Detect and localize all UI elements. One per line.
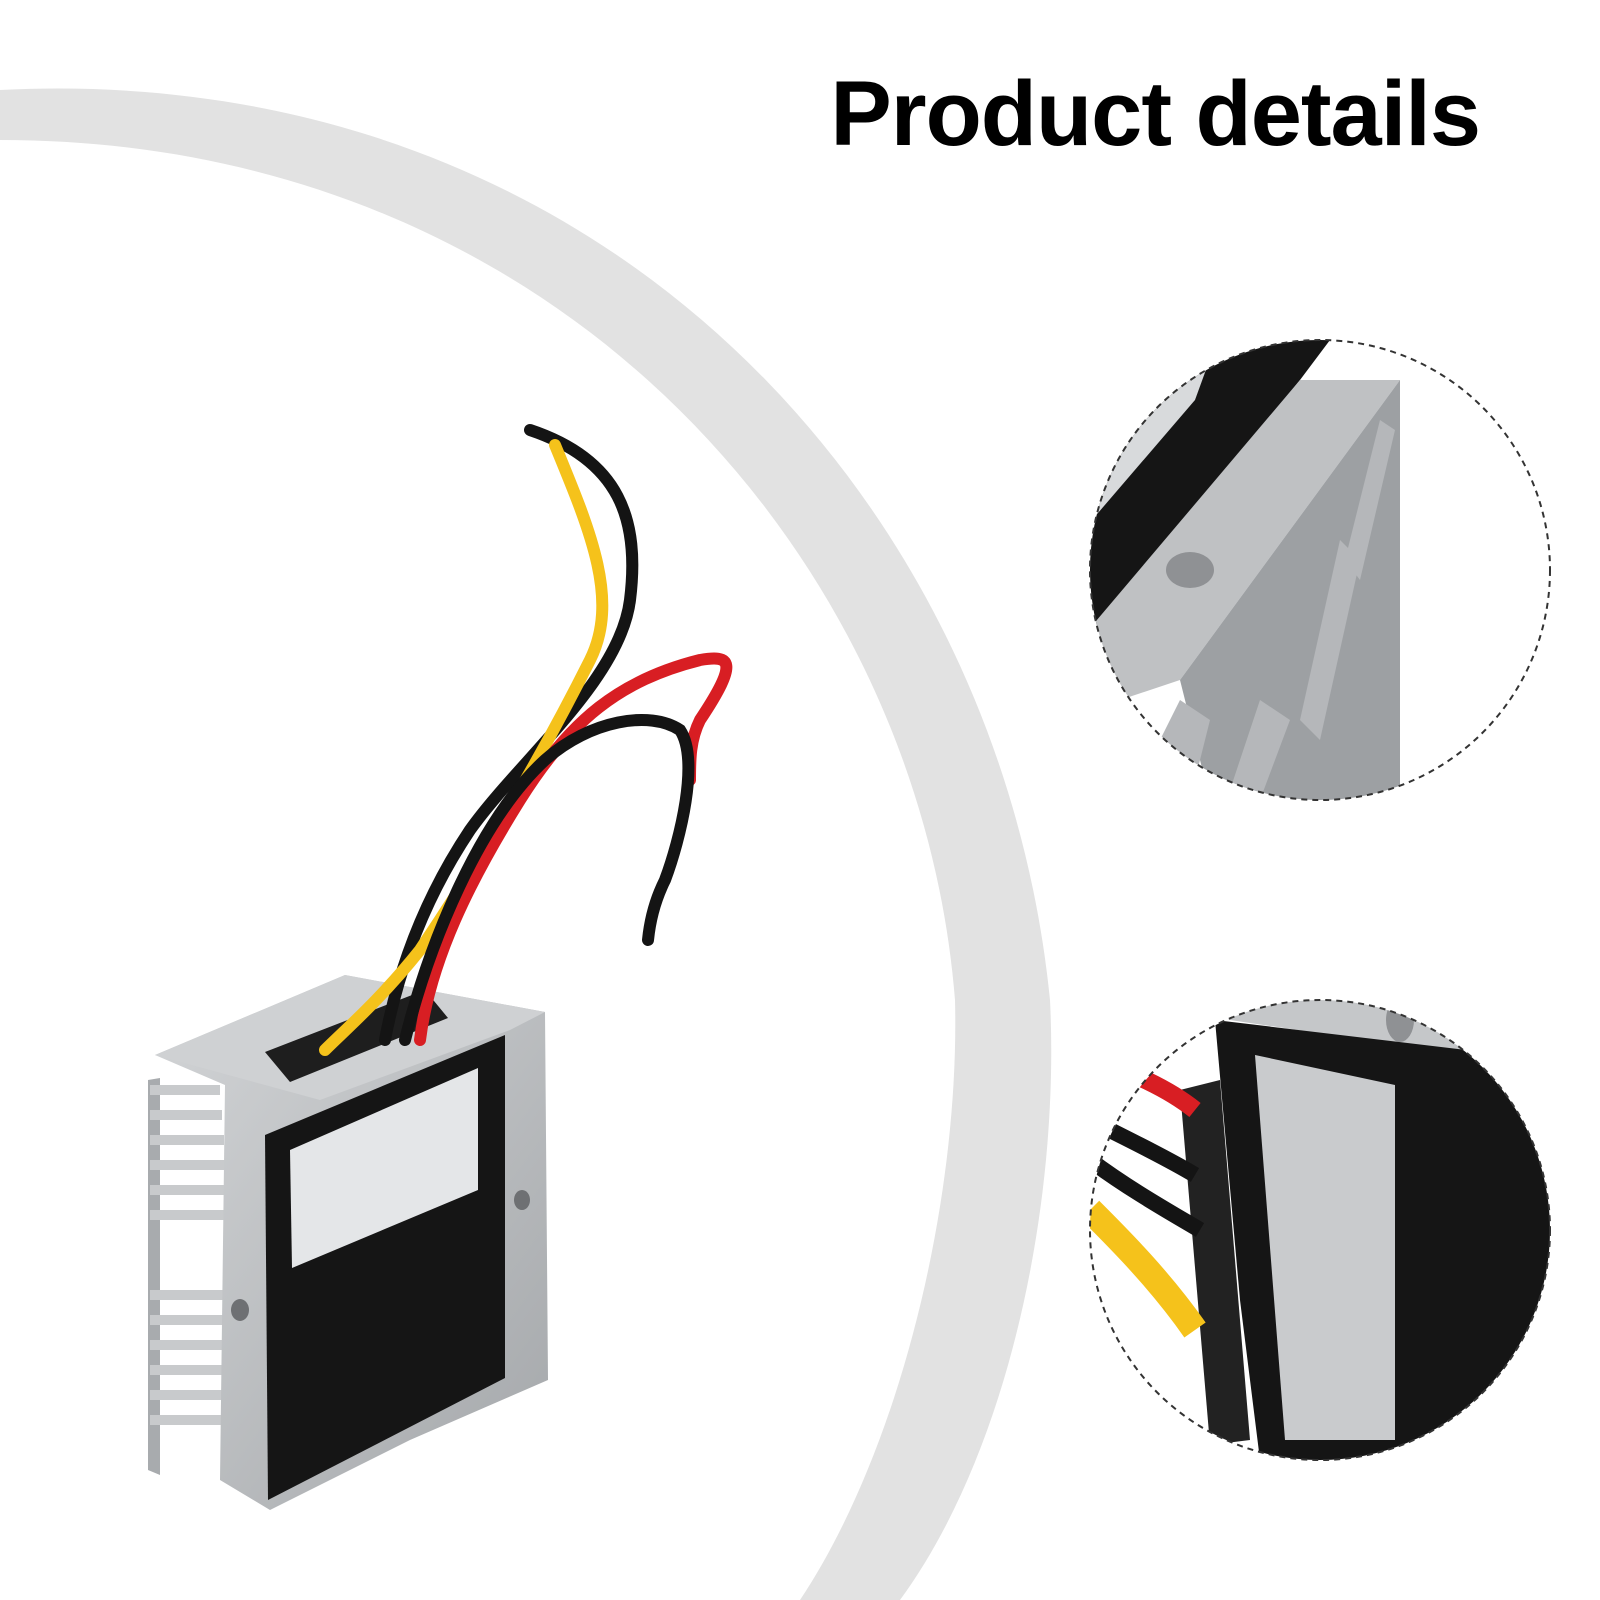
detail-frame [1089, 999, 1551, 1461]
page-title: Product details [830, 63, 1481, 165]
detail-circle-heatsink [1089, 339, 1551, 801]
mounting-hole [231, 1299, 249, 1321]
converter-module [148, 975, 548, 1510]
mounting-hole [514, 1190, 530, 1210]
detail-frame [1089, 339, 1551, 801]
wire-red [414, 652, 733, 1046]
wire-black-lead [399, 714, 695, 1046]
blank-label [290, 1068, 478, 1268]
detail-circle-cable-gland [1089, 999, 1551, 1461]
heatsink-fins [148, 1078, 230, 1475]
background-arc [0, 88, 1052, 1600]
cable-gland [265, 990, 448, 1082]
wire-bundle [319, 424, 733, 1056]
